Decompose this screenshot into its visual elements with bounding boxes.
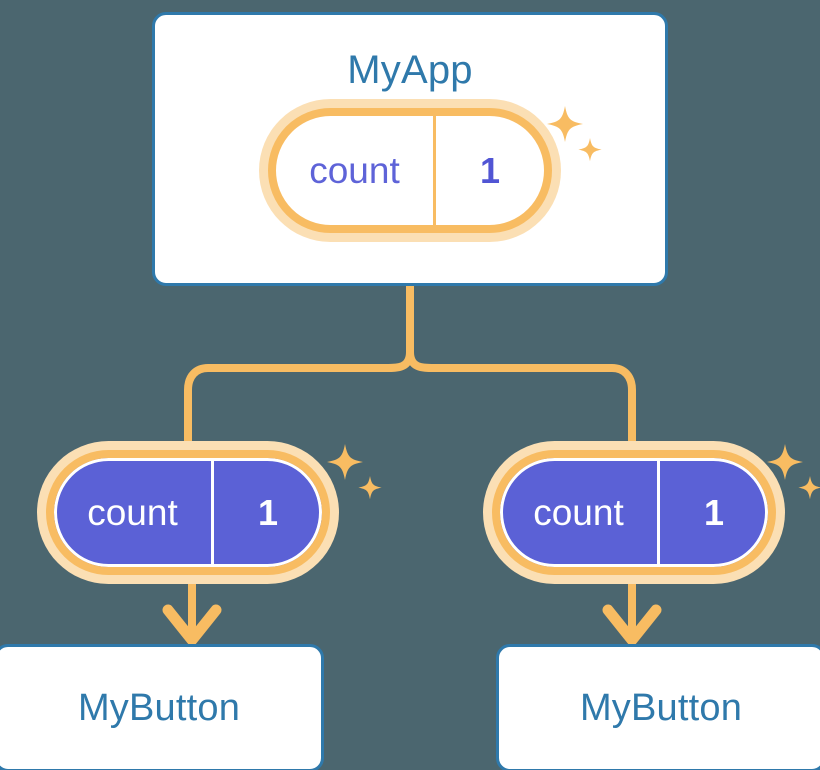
component-card-mybutton-left[interactable]: MyButton: [0, 644, 324, 770]
component-card-mybutton-right[interactable]: MyButton: [496, 644, 820, 770]
signal-pill-body: count 1: [46, 450, 330, 575]
component-card-label: MyButton: [77, 687, 241, 729]
signal-pill-body: count 1: [268, 108, 552, 233]
page-title: MyApp: [347, 48, 473, 92]
component-card-label: MyButton: [579, 687, 743, 729]
branch-connector-left: [184, 351, 414, 452]
arrow-to-mybutton-right-head: [602, 604, 662, 646]
arrow-to-mybutton-left-head: [162, 604, 222, 646]
signal-pill-myapp[interactable]: count 1: [259, 99, 561, 242]
signal-value: 1: [211, 458, 322, 567]
signal-pill-mybutton-left[interactable]: count 1: [37, 441, 339, 584]
signal-name: count: [87, 491, 178, 533]
signal-value: 1: [433, 116, 544, 225]
signal-name: count: [309, 149, 400, 191]
signal-pill-mybutton-right[interactable]: count 1: [483, 441, 785, 584]
signal-value: 1: [657, 458, 768, 567]
signal-pill-body: count 1: [492, 450, 776, 575]
signal-name: count: [533, 491, 624, 533]
branch-connector-right: [406, 351, 636, 452]
